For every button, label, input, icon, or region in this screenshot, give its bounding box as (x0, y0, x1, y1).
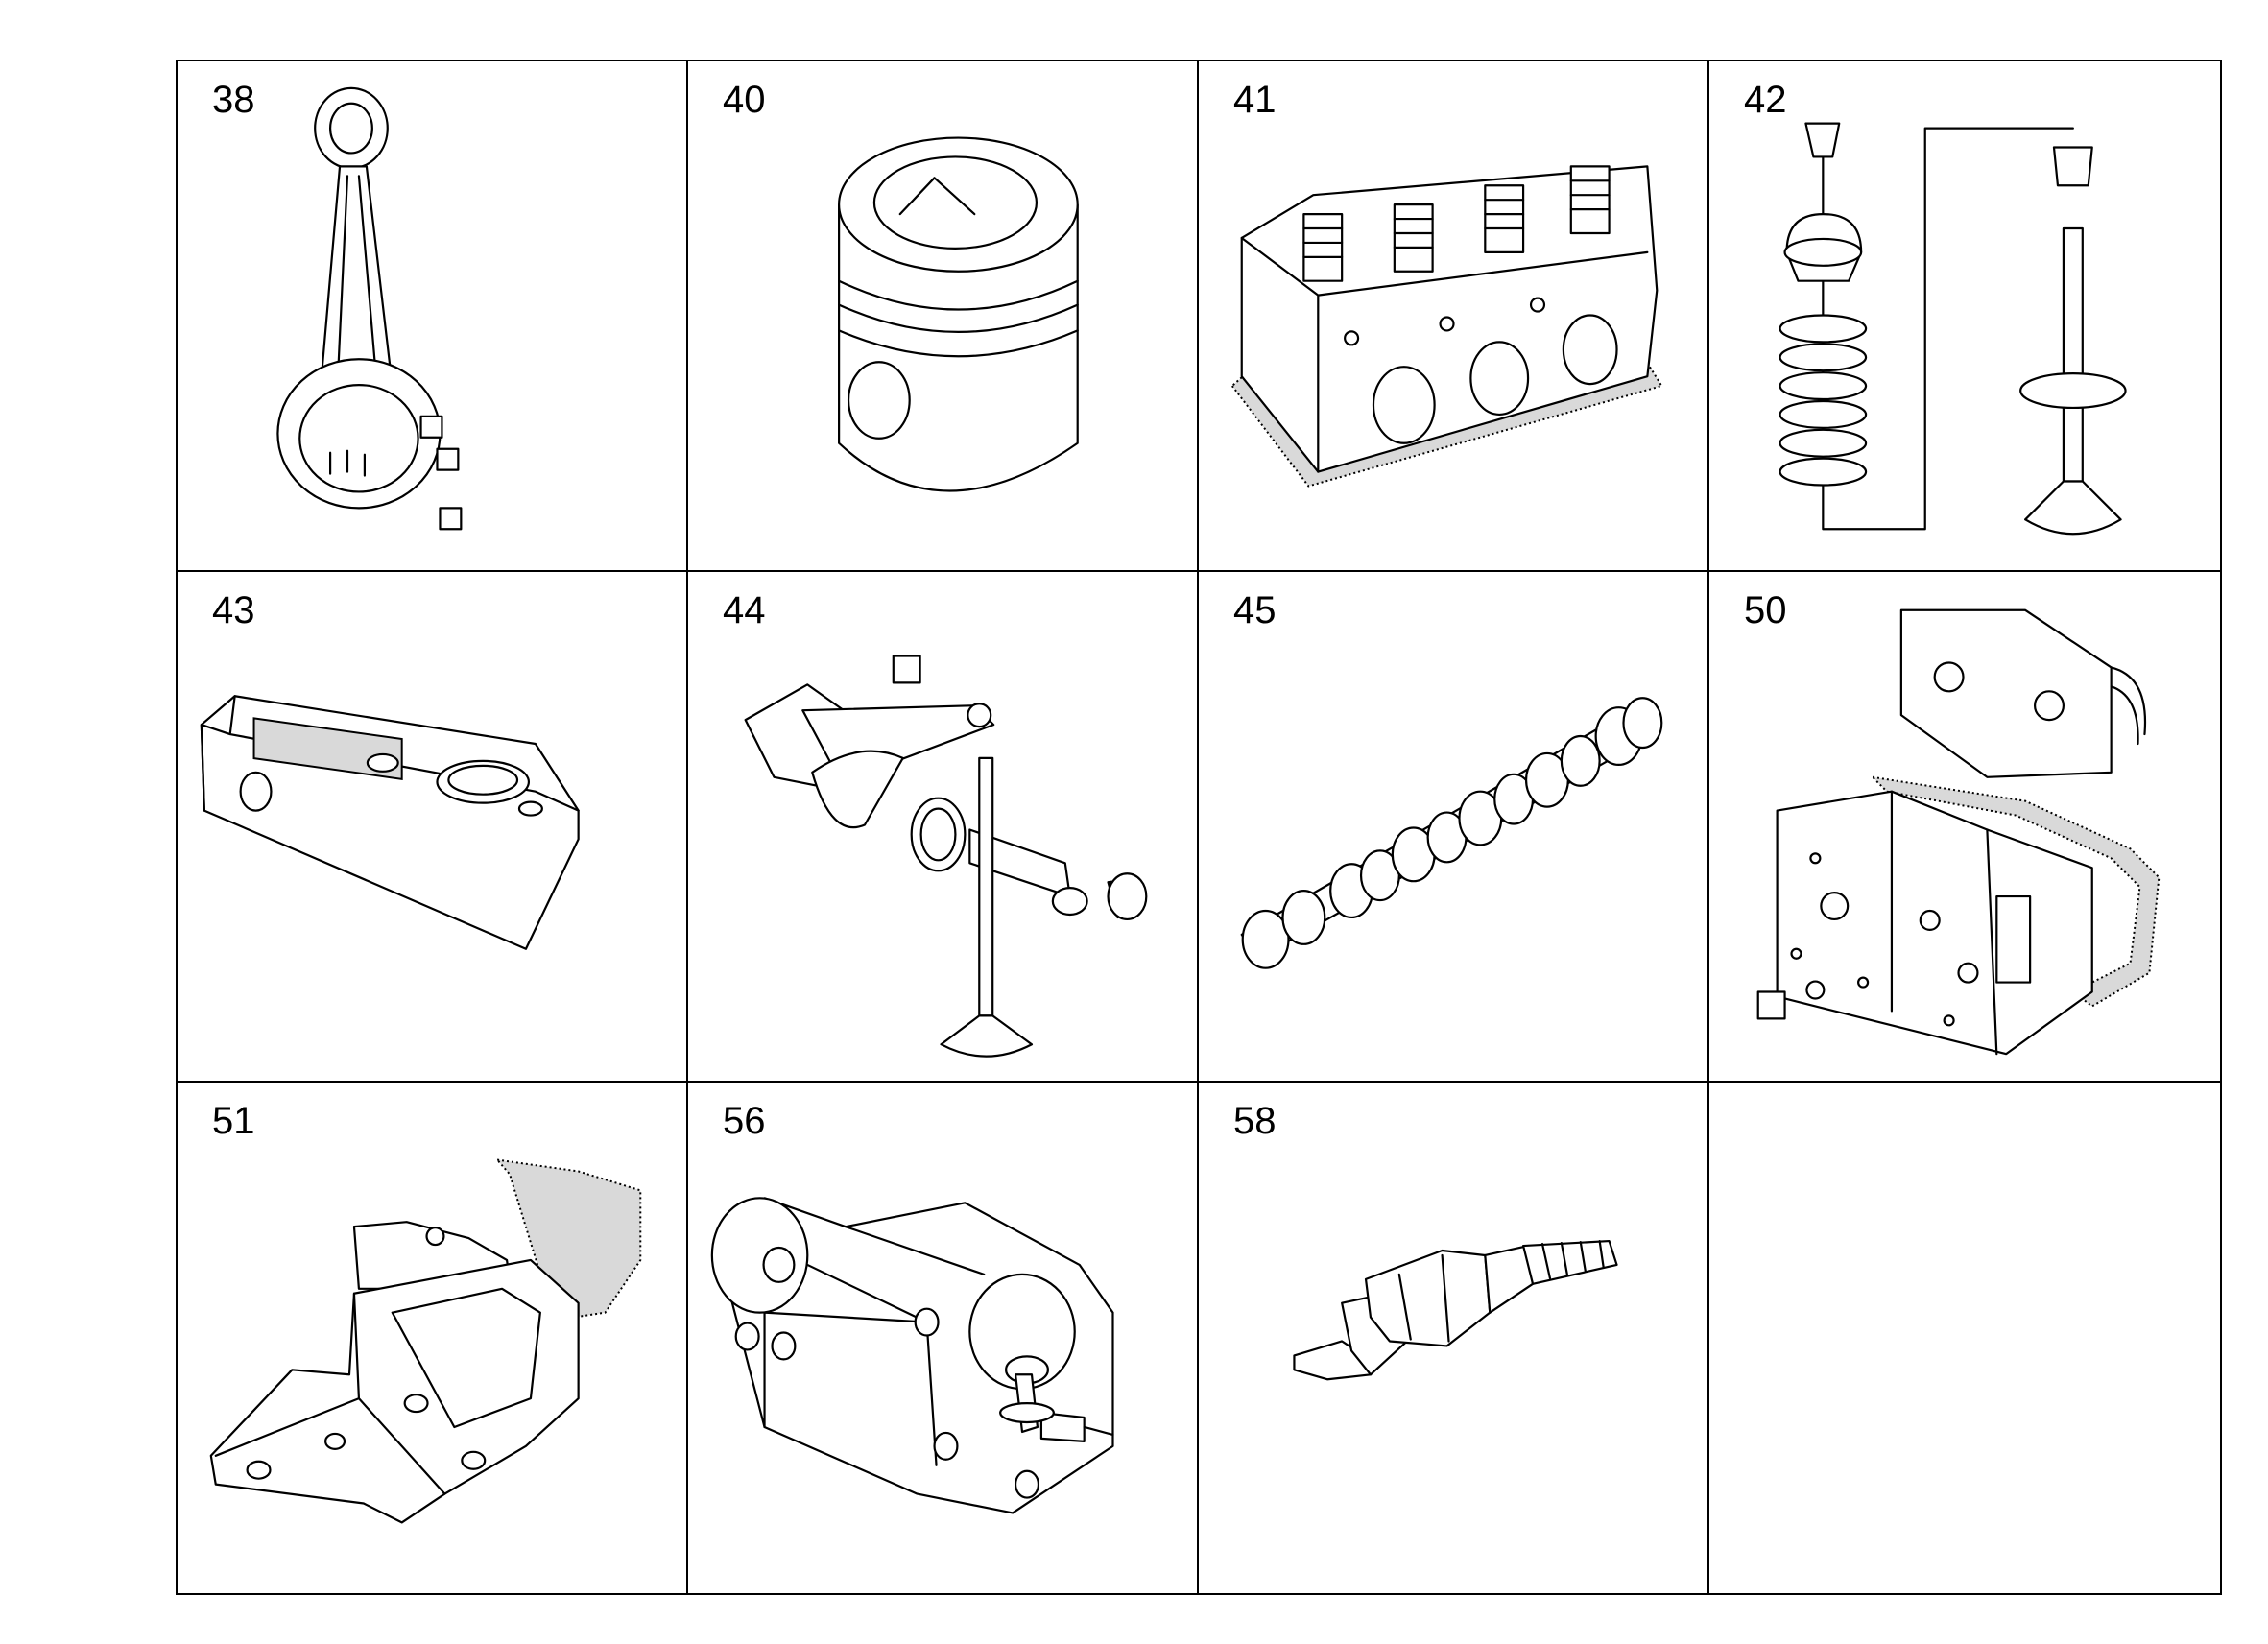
part-number: 45 (1233, 589, 1277, 631)
temperature-sensor-icon (1199, 1083, 1707, 1593)
part-cell[interactable]: 43 (178, 572, 688, 1083)
part-number: 38 (212, 79, 255, 121)
part-cell[interactable]: 56 (688, 1083, 1199, 1593)
part-number: 42 (1744, 79, 1787, 121)
part-cell[interactable]: 42 (1709, 61, 2220, 572)
empty-cell (1709, 1083, 2220, 1593)
part-cell[interactable]: 50 (1709, 572, 2220, 1083)
oil-cooler-icon (1709, 572, 2220, 1081)
thermostat-housing-icon (178, 1083, 686, 1593)
part-cell[interactable]: 58 (1199, 1083, 1709, 1593)
part-number: 56 (723, 1100, 766, 1142)
connecting-rod-icon (178, 61, 686, 570)
part-cell[interactable]: 38 (178, 61, 688, 572)
part-cell[interactable]: 41 (1199, 61, 1709, 572)
valve-cover-icon (178, 572, 686, 1081)
piston-icon (688, 61, 1197, 570)
oil-pump-icon (688, 1083, 1197, 1593)
part-number: 58 (1233, 1100, 1277, 1142)
rocker-arm-icon (688, 572, 1197, 1081)
part-cell[interactable]: 44 (688, 572, 1199, 1083)
part-number: 51 (212, 1100, 255, 1142)
part-number: 44 (723, 589, 766, 631)
cylinder-head-icon (1199, 61, 1707, 570)
camshaft-icon (1199, 572, 1707, 1081)
part-number: 50 (1744, 589, 1787, 631)
part-number: 41 (1233, 79, 1277, 121)
part-cell[interactable]: 45 (1199, 572, 1709, 1083)
valve-assembly-icon (1709, 61, 2220, 570)
parts-grid: 38 40 41 (176, 60, 2222, 1595)
part-number: 40 (723, 79, 766, 121)
part-cell[interactable]: 40 (688, 61, 1199, 572)
part-cell[interactable]: 51 (178, 1083, 688, 1593)
part-number: 43 (212, 589, 255, 631)
